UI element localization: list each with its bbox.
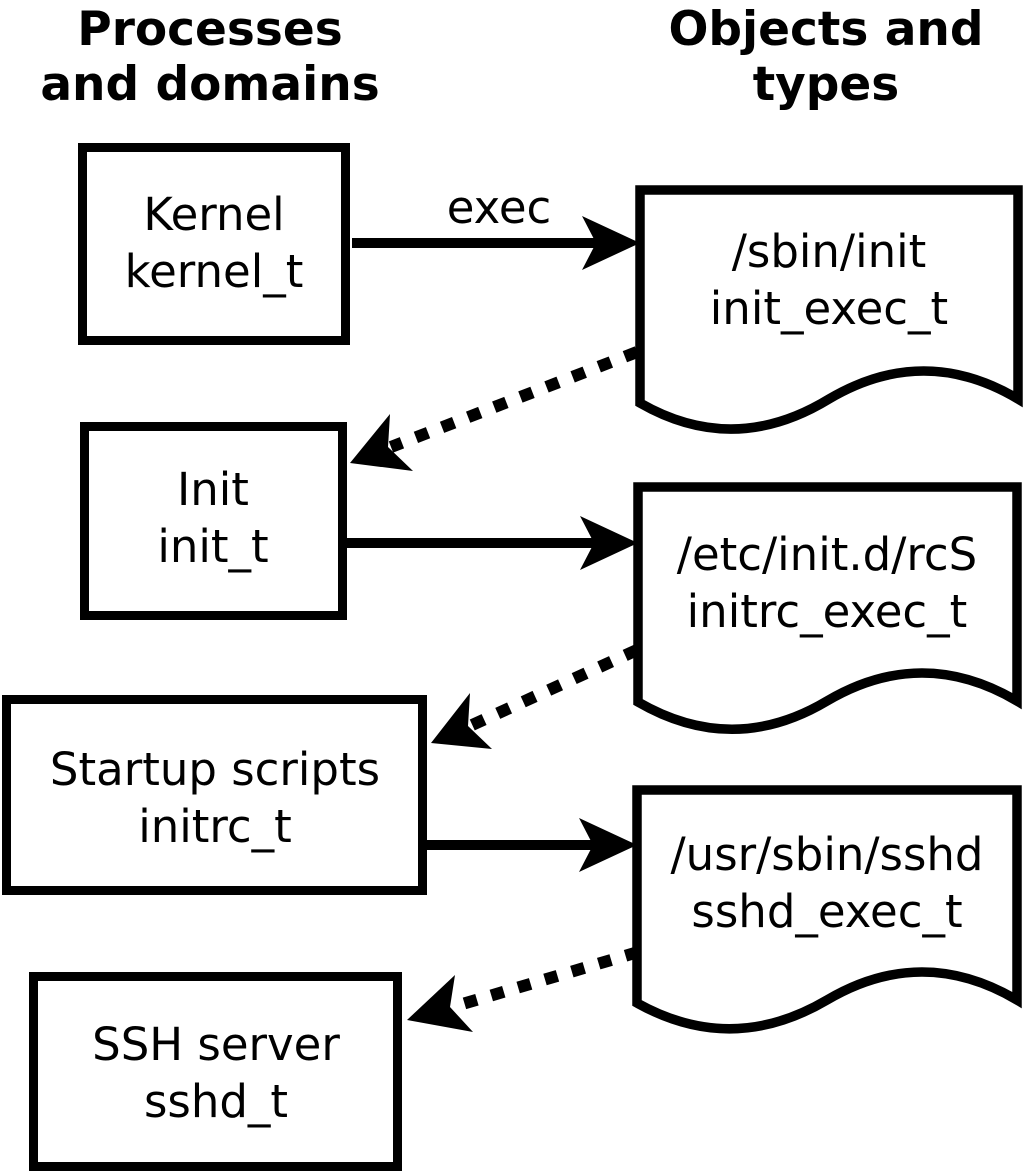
object-path: /sbin/init (732, 225, 927, 278)
process-domain-type: kernel_t (125, 245, 304, 298)
dotted-arrow-line (467, 644, 640, 732)
arrow-head-icon (579, 818, 637, 872)
object-path: /usr/sbin/sshd (671, 828, 984, 881)
column-header-left: Processes and domains (40, 2, 379, 112)
arrow-head-icon (582, 216, 640, 270)
object-node-etc-initd-rcs: /etc/init.d/rcS initrc_exec_t (633, 482, 1022, 734)
arrow-head-icon (350, 414, 413, 471)
arrow-head-icon (580, 516, 638, 570)
exec-edge-label: exec (447, 181, 552, 234)
process-name: SSH server (92, 1018, 340, 1071)
process-box (2, 695, 427, 895)
process-domain-type: initrc_t (138, 800, 292, 853)
header-objects-line1: Objects and (668, 2, 983, 57)
process-name: Startup scripts (50, 743, 380, 796)
object-node-usr-sbin-sshd: /usr/sbin/sshd sshd_exec_t (632, 785, 1022, 1034)
process-box (29, 972, 402, 1171)
process-node-kernel: Kernel kernel_t (78, 143, 350, 345)
edge-kernel-to-sbininit: exec (352, 181, 640, 270)
header-objects-line2: types (753, 57, 900, 112)
object-path: /etc/init.d/rcS (677, 528, 977, 581)
process-box (80, 422, 347, 620)
object-type: init_exec_t (710, 282, 948, 335)
arrow-head-icon (431, 693, 492, 749)
process-domain-type: init_t (157, 520, 268, 573)
header-processes-line1: Processes (77, 2, 342, 57)
edge-rcs-to-initrc (431, 644, 640, 749)
object-node-sbin-init: /sbin/init init_exec_t (635, 185, 1023, 434)
process-node-ssh-server: SSH server sshd_t (29, 972, 402, 1171)
edge-initrc-to-sshd (427, 818, 637, 872)
document-shape (633, 482, 1022, 734)
document-shape (635, 185, 1023, 434)
header-processes-line2: and domains (40, 57, 379, 112)
process-box (78, 143, 350, 345)
process-node-startup-scripts: Startup scripts initrc_t (2, 695, 427, 895)
arrow-head-icon (407, 975, 473, 1032)
process-name: Kernel (143, 188, 284, 241)
column-header-right: Objects and types (668, 2, 983, 112)
object-type: initrc_exec_t (687, 585, 968, 638)
edge-sbininit-to-init (350, 346, 640, 471)
document-shape (632, 785, 1022, 1034)
edge-sshdexec-to-sshserver (407, 946, 640, 1032)
object-type: sshd_exec_t (691, 885, 962, 938)
edge-init-to-rcs (347, 516, 638, 570)
process-node-init: Init init_t (80, 422, 347, 620)
dotted-arrow-line (447, 946, 640, 1014)
dotted-arrow-line (388, 346, 640, 453)
process-domain-type: sshd_t (144, 1075, 288, 1128)
process-name: Init (177, 463, 249, 516)
